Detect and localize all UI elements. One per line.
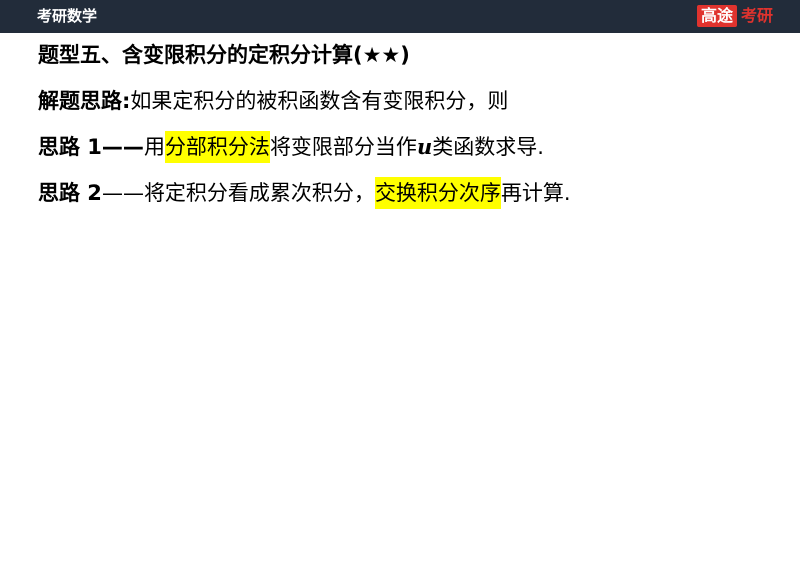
approach-text: 如果定积分的被积函数含有变限积分，则	[130, 89, 509, 113]
approach-intro: 解题思路:如果定积分的被积函数含有变限积分，则	[38, 84, 778, 118]
approach-label: 解题思路:	[38, 89, 131, 113]
approach-1-pre: 用	[143, 135, 165, 159]
variable-u: u	[416, 134, 433, 159]
brand-text: 考研	[740, 6, 773, 25]
approach-2-label: 思路 2	[38, 181, 102, 205]
section-title: 题型五、含变限积分的定积分计算(★★)	[38, 43, 410, 67]
approach-1-label: 思路 1——	[38, 135, 144, 159]
highlight-integration-by-parts: 分部积分法	[164, 131, 270, 163]
approach-1: 思路 1——用分部积分法将变限部分当作u类函数求导.	[38, 130, 778, 164]
header-title: 考研数学	[37, 7, 98, 25]
approach-2-post: 再计算.	[500, 181, 571, 205]
brand-logo: 高途 考研	[696, 4, 773, 28]
approach-1-post: 类函数求导.	[432, 135, 544, 159]
brand-mark: 高途	[696, 5, 737, 27]
approach-1-mid: 将变限部分当作	[269, 135, 417, 159]
highlight-swap-order: 交换积分次序	[374, 177, 501, 209]
slide-content: 题型五、含变限积分的定积分计算(★★) 解题思路:如果定积分的被积函数含有变限积…	[38, 38, 778, 222]
header-bar: 考研数学 高途 考研	[0, 0, 800, 33]
approach-2: 思路 2——将定积分看成累次积分，交换积分次序再计算.	[38, 176, 778, 210]
approach-2-pre: ——将定积分看成累次积分，	[101, 181, 375, 205]
